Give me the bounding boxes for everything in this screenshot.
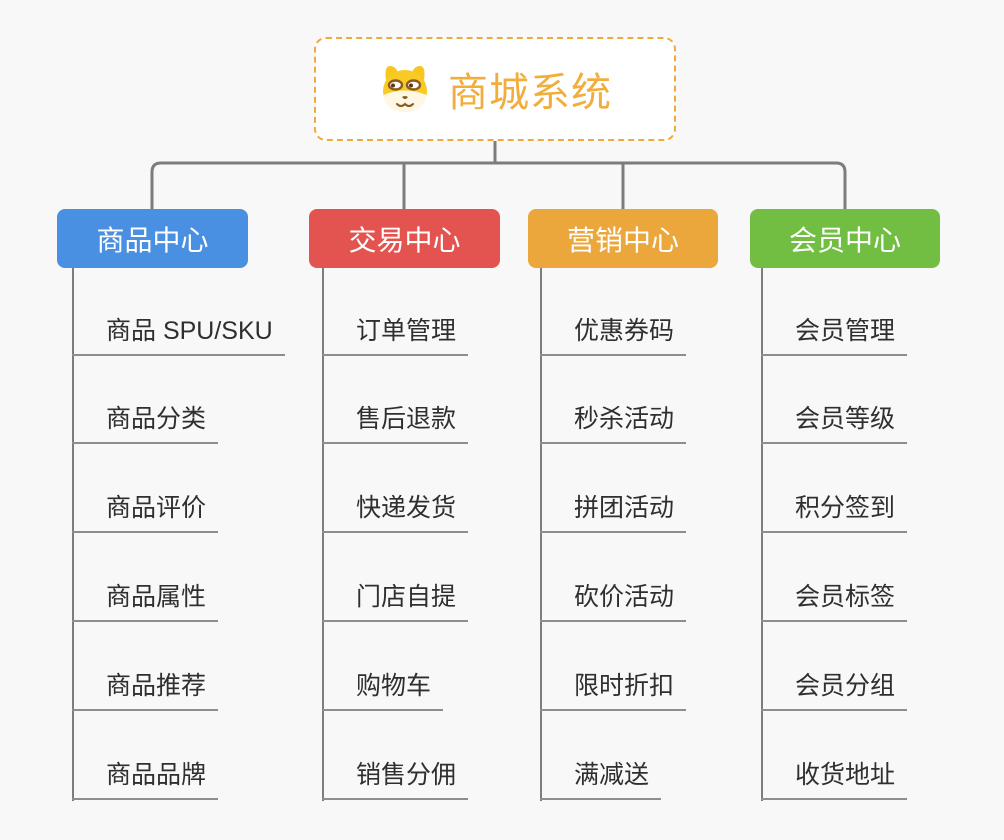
leaf-node[interactable]: 会员等级 [761, 400, 908, 444]
leaf-node[interactable]: 满减送 [540, 756, 662, 800]
leaf-node[interactable]: 限时折扣 [540, 667, 687, 711]
root-node[interactable]: 商城系统 [314, 37, 676, 141]
leaf-node[interactable]: 优惠券码 [540, 312, 687, 356]
branch-label: 交易中心 [348, 224, 461, 256]
leaf-node[interactable]: 会员标签 [761, 578, 908, 622]
leaf-node[interactable]: 销售分佣 [322, 756, 469, 800]
branch-node-marketing-center[interactable]: 营销中心 [528, 209, 718, 268]
leaf-node[interactable]: 秒杀活动 [540, 400, 687, 444]
leaf-node[interactable]: 商品 SPU/SKU [72, 312, 285, 356]
leaf-node[interactable]: 会员分组 [761, 667, 908, 711]
branch-label: 商品中心 [96, 224, 209, 256]
leaf-node[interactable]: 商品推荐 [72, 667, 219, 711]
branch-label: 会员中心 [788, 224, 901, 256]
leaf-node[interactable]: 商品评价 [72, 489, 219, 533]
root-node-label: 商城系统 [448, 71, 612, 115]
leaf-node[interactable]: 订单管理 [322, 312, 469, 356]
leaf-node[interactable]: 会员管理 [761, 312, 908, 356]
leaf-node[interactable]: 商品品牌 [72, 756, 219, 800]
leaf-node[interactable]: 商品属性 [72, 578, 219, 622]
leaf-node[interactable]: 商品分类 [72, 400, 219, 444]
leaf-node[interactable]: 门店自提 [322, 578, 469, 622]
leaf-node[interactable]: 售后退款 [322, 400, 469, 444]
dog-face-icon [383, 66, 427, 112]
leaf-node[interactable]: 快递发货 [322, 489, 469, 533]
branch-label: 营销中心 [566, 224, 679, 256]
bus-line [150, 161, 847, 209]
branch-node-product-center[interactable]: 商品中心 [57, 209, 248, 268]
leaf-node[interactable]: 砍价活动 [540, 578, 687, 622]
branch-node-trade-center[interactable]: 交易中心 [309, 209, 500, 268]
leaf-node[interactable]: 拼团活动 [540, 489, 687, 533]
leaf-node[interactable]: 积分签到 [761, 489, 908, 533]
leaf-node[interactable]: 收货地址 [761, 756, 908, 800]
leaf-node[interactable]: 购物车 [322, 667, 444, 711]
branch-node-member-center[interactable]: 会员中心 [750, 209, 940, 268]
